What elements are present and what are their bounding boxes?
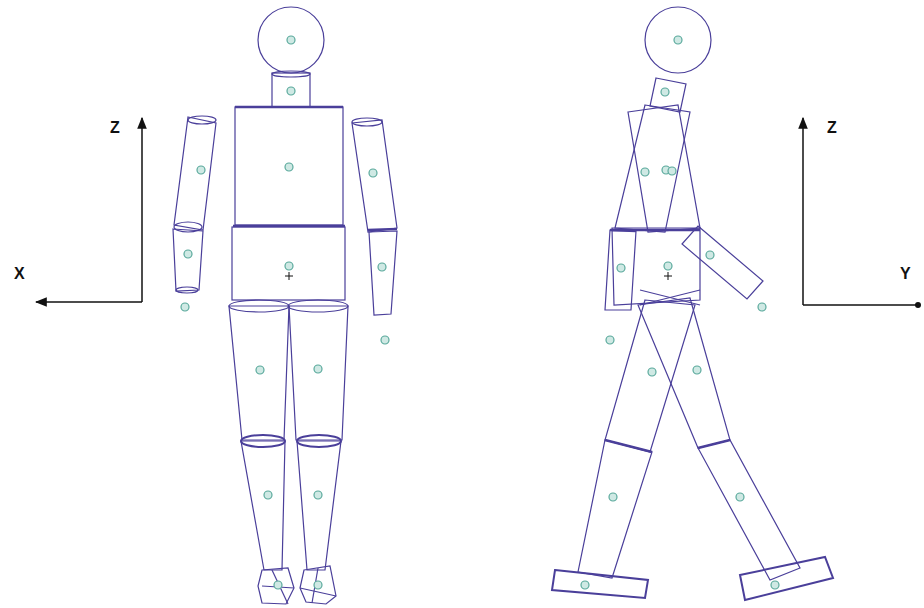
front-figure <box>173 7 397 604</box>
axis-label: X <box>14 266 25 282</box>
axis-label: Z <box>110 120 120 136</box>
axes <box>36 118 916 305</box>
axis-label: Z <box>827 120 837 136</box>
segment-centers <box>181 36 779 589</box>
side-figure <box>552 7 833 600</box>
axis-label: Y <box>900 266 911 282</box>
origin-crosses <box>285 272 672 280</box>
